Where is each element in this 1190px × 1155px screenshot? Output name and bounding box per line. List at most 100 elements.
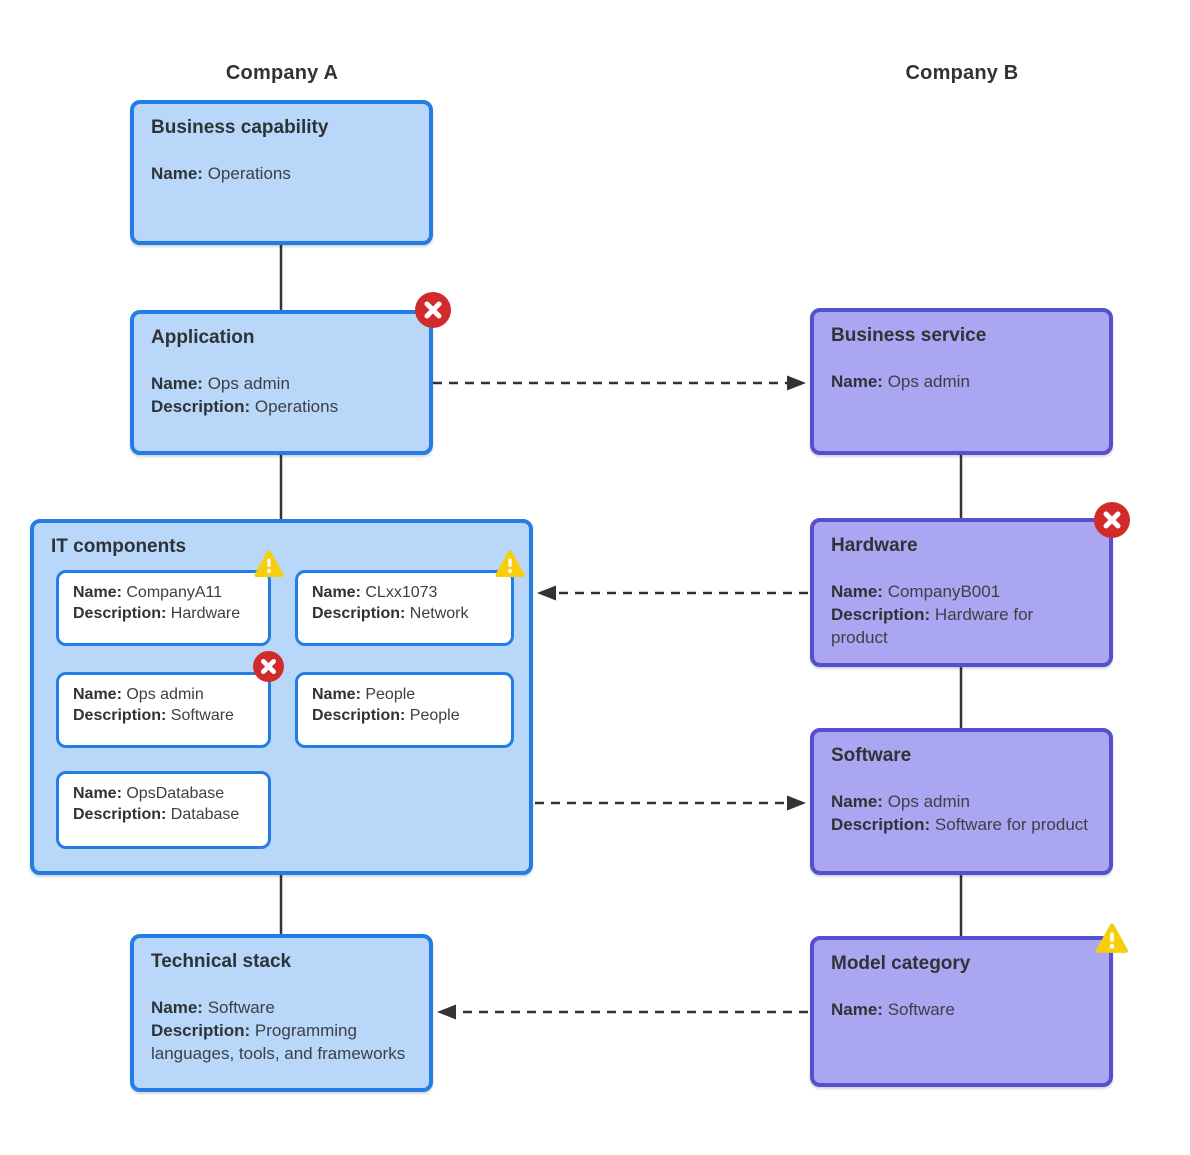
field-label: Name: bbox=[831, 372, 883, 391]
node-title: Technical stack bbox=[151, 951, 292, 972]
field-label: Name: bbox=[73, 785, 122, 802]
field-value: Software bbox=[887, 1000, 955, 1019]
field-value: Ops admin bbox=[887, 372, 970, 391]
node-technical-stack[interactable]: Technical stack Name: Software Descripti… bbox=[130, 934, 433, 1092]
node-title: Model category bbox=[831, 953, 971, 974]
error-badge-icon bbox=[1094, 502, 1130, 538]
field-description: Description: Database bbox=[73, 804, 254, 825]
field-name: Name: Ops admin bbox=[151, 372, 412, 395]
field-value: Ops admin bbox=[207, 374, 290, 393]
field-value: Software bbox=[207, 998, 275, 1017]
it-component-item[interactable]: Name: People Description: People bbox=[295, 672, 514, 748]
field-label: Description: bbox=[312, 605, 406, 622]
field-label: Name: bbox=[73, 686, 122, 703]
column-heading-company-b: Company B bbox=[905, 62, 1019, 84]
node-it-components[interactable]: IT components Name: CompanyA11 Descripti… bbox=[30, 519, 533, 875]
node-model-category[interactable]: Model category Name: Software bbox=[810, 936, 1113, 1087]
field-value: People bbox=[409, 707, 460, 724]
field-value: Hardware bbox=[170, 605, 241, 622]
field-label: Name: bbox=[831, 792, 883, 811]
it-component-item[interactable]: Name: CompanyA11 Description: Hardware bbox=[56, 570, 271, 646]
field-name: Name: Software bbox=[831, 998, 1092, 1021]
field-label: Name: bbox=[73, 584, 122, 601]
node-fields: Name: Software Description: Programming … bbox=[151, 996, 412, 1065]
field-value: OpsDatabase bbox=[126, 785, 225, 802]
field-description: Description: Software for product bbox=[831, 813, 1092, 836]
field-label: Name: bbox=[151, 998, 203, 1017]
field-label: Name: bbox=[151, 164, 203, 183]
field-description: Description: Software bbox=[73, 705, 254, 726]
node-business-service[interactable]: Business service Name: Ops admin bbox=[810, 308, 1113, 455]
node-application[interactable]: Application Name: Ops admin Description:… bbox=[130, 310, 433, 455]
node-title: Hardware bbox=[831, 535, 918, 556]
field-name: Name: OpsDatabase bbox=[73, 783, 254, 804]
field-description: Description: Network bbox=[312, 603, 497, 624]
node-fields: Name: Ops admin Description: Operations bbox=[151, 372, 412, 418]
dashed-connectors bbox=[433, 381, 808, 1014]
field-value: People bbox=[365, 686, 416, 703]
arrowheads bbox=[437, 375, 806, 1020]
error-badge-icon bbox=[415, 292, 451, 328]
arrowhead-left-technicalstack bbox=[437, 1004, 456, 1020]
warning-triangle-icon bbox=[495, 550, 525, 578]
field-value: Ops admin bbox=[887, 792, 970, 811]
field-name: Name: Ops admin bbox=[831, 790, 1092, 813]
it-component-item[interactable]: Name: Ops admin Description: Software bbox=[56, 672, 271, 748]
field-value: Operations bbox=[207, 164, 291, 183]
field-value: Software for product bbox=[934, 815, 1088, 834]
field-description: Description: Hardware bbox=[73, 603, 254, 624]
field-label: Name: bbox=[312, 584, 361, 601]
field-label: Description: bbox=[73, 605, 167, 622]
node-title: IT components bbox=[51, 536, 187, 557]
field-value: Software bbox=[170, 707, 234, 724]
field-name: Name: People bbox=[312, 684, 497, 705]
field-value: Ops admin bbox=[126, 686, 204, 703]
it-component-item[interactable]: Name: OpsDatabase Description: Database bbox=[56, 771, 271, 849]
error-badge-icon bbox=[253, 651, 284, 682]
field-description: Description: People bbox=[312, 705, 497, 726]
field-label: Description: bbox=[312, 707, 406, 724]
node-fields: Name: Ops admin bbox=[831, 370, 1092, 393]
field-label: Description: bbox=[73, 806, 167, 823]
field-label: Name: bbox=[312, 686, 361, 703]
field-value: Hardware for product bbox=[831, 605, 1034, 647]
field-label: Name: bbox=[151, 374, 203, 393]
field-name: Name: Ops admin bbox=[73, 684, 254, 705]
field-value: Operations bbox=[254, 397, 339, 416]
it-component-item[interactable]: Name: CLxx1073 Description: Network bbox=[295, 570, 514, 646]
field-label: Description: bbox=[151, 397, 251, 416]
node-title: Business service bbox=[831, 325, 987, 346]
field-description: Description: Programming languages, tool… bbox=[151, 1019, 412, 1065]
field-description: Description: Operations bbox=[151, 395, 412, 418]
field-name: Name: Operations bbox=[151, 162, 412, 185]
arrowhead-right-businessservice bbox=[787, 375, 806, 391]
node-business-capability[interactable]: Business capability Name: Operations bbox=[130, 100, 433, 245]
node-fields: Name: Ops admin Description: Software fo… bbox=[831, 790, 1092, 836]
field-label: Name: bbox=[831, 582, 883, 601]
field-label: Name: bbox=[831, 1000, 883, 1019]
column-heading-company-a: Company A bbox=[225, 62, 339, 84]
node-fields: Name: CompanyB001 Description: Hardware … bbox=[831, 580, 1092, 649]
node-fields: Name: Software bbox=[831, 998, 1092, 1021]
warning-triangle-icon bbox=[254, 550, 284, 578]
solid-connectors bbox=[279, 245, 963, 938]
field-name: Name: CLxx1073 bbox=[312, 582, 497, 603]
arrowhead-left-itcomponents bbox=[537, 585, 556, 601]
field-name: Name: CompanyB001 bbox=[831, 580, 1092, 603]
field-name: Name: CompanyA11 bbox=[73, 582, 254, 603]
field-value: Database bbox=[170, 806, 240, 823]
field-name: Name: Software bbox=[151, 996, 412, 1019]
node-title: Software bbox=[831, 745, 912, 766]
warning-triangle-icon bbox=[1095, 923, 1129, 954]
node-fields: Name: Operations bbox=[151, 162, 412, 185]
field-label: Description: bbox=[73, 707, 167, 724]
node-title: Application bbox=[151, 327, 255, 348]
field-label: Description: bbox=[831, 815, 931, 834]
node-hardware[interactable]: Hardware Name: CompanyB001 Description: … bbox=[810, 518, 1113, 667]
field-label: Description: bbox=[151, 1021, 251, 1040]
node-software[interactable]: Software Name: Ops admin Description: So… bbox=[810, 728, 1113, 875]
node-title: Business capability bbox=[151, 117, 329, 138]
arrowhead-right-software bbox=[787, 795, 806, 811]
